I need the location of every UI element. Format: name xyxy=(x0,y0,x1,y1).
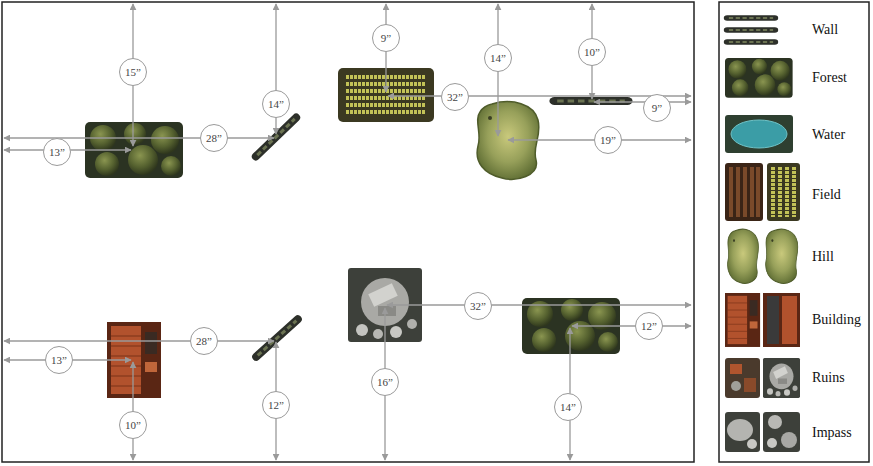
measure-line xyxy=(387,304,691,305)
distance-value: 13” xyxy=(49,147,65,158)
distance-callout: 32” xyxy=(464,292,492,320)
distance-value: 32” xyxy=(470,301,486,312)
measure-line xyxy=(594,101,691,102)
distance-callout: 14” xyxy=(484,44,512,72)
distance-value: 19” xyxy=(600,135,616,146)
legend-sample xyxy=(725,58,793,98)
distance-value: 28” xyxy=(206,133,222,144)
legend-label: Forest xyxy=(812,70,847,86)
legend-label: Hill xyxy=(812,249,834,265)
legend-frame xyxy=(719,2,869,462)
distance-callout: 28” xyxy=(200,124,228,152)
legend-sample xyxy=(725,115,793,153)
legend-label: Impass xyxy=(812,425,852,441)
distance-value: 9” xyxy=(381,33,391,44)
distance-callout: 13” xyxy=(43,138,71,166)
legend-sample xyxy=(763,358,800,398)
distance-value: 12” xyxy=(268,400,284,411)
legend-sample xyxy=(727,30,775,31)
distance-callout: 14” xyxy=(262,90,290,118)
distance-callout: 14” xyxy=(554,393,582,421)
distance-callout: 10” xyxy=(119,411,147,439)
distance-callout: 10” xyxy=(578,38,606,66)
measure-line xyxy=(572,325,691,326)
legend-label: Ruins xyxy=(812,370,845,386)
distance-callout: 12” xyxy=(635,312,663,340)
distance-value: 14” xyxy=(268,99,284,110)
distance-value: 28” xyxy=(196,336,212,347)
distance-value: 12” xyxy=(641,321,657,332)
distance-callout: 32” xyxy=(441,83,469,111)
measure-line xyxy=(4,137,274,138)
legend-label: Field xyxy=(812,187,841,203)
distance-callout: 12” xyxy=(262,391,290,419)
distance-callout: 19” xyxy=(594,126,622,154)
distance-value: 13” xyxy=(51,355,67,366)
distance-value: 15” xyxy=(125,67,141,78)
legend-label: Wall xyxy=(812,22,838,38)
legend-sample xyxy=(725,358,760,398)
distance-callout: 13” xyxy=(45,346,73,374)
distance-callout: 15” xyxy=(119,58,147,86)
legend-sample xyxy=(725,293,760,347)
distance-value: 10” xyxy=(125,420,141,431)
legend-sample xyxy=(725,412,800,452)
board-edge xyxy=(2,2,694,462)
distance-value: 9” xyxy=(652,103,662,114)
legend-sample xyxy=(725,163,800,221)
legend-label: Building xyxy=(812,312,861,328)
distance-value: 10” xyxy=(584,47,600,58)
legend-sample xyxy=(727,18,775,19)
legend-label: Water xyxy=(812,127,845,143)
distance-value: 14” xyxy=(490,53,506,64)
distance-callout: 16” xyxy=(371,368,399,396)
measure-lines xyxy=(4,4,691,460)
legend-sample xyxy=(763,293,800,347)
legend-sample xyxy=(766,229,798,283)
legend-sample xyxy=(727,42,775,43)
legend-sample xyxy=(728,229,759,283)
distance-value: 32” xyxy=(447,92,463,103)
distance-value: 14” xyxy=(560,402,576,413)
measure-line xyxy=(4,340,274,341)
distance-callout: 28” xyxy=(190,327,218,355)
wall-piece xyxy=(256,319,298,356)
measure-line xyxy=(388,95,691,96)
distance-callout: 9” xyxy=(643,94,671,122)
distance-callout: 9” xyxy=(372,24,400,52)
distance-value: 16” xyxy=(377,377,393,388)
